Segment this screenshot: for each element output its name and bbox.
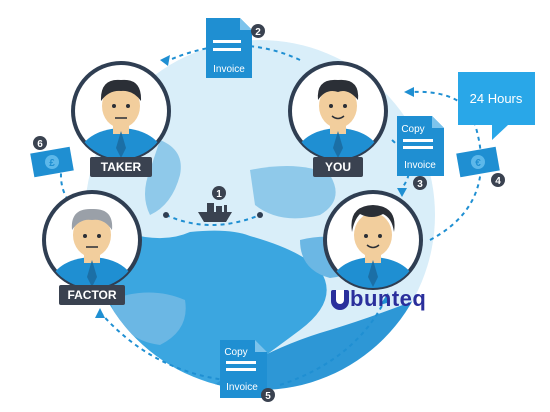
euro-symbol: € xyxy=(475,158,481,169)
taker-label-badge: TAKER xyxy=(90,157,152,177)
brand-u-icon xyxy=(331,290,349,310)
copy-invoice-right-label: Invoice xyxy=(404,160,436,171)
step-marker-5: 5 xyxy=(261,388,275,402)
speech-bubble: 24 Hours xyxy=(458,72,535,140)
invoice-document-top: Invoice xyxy=(206,18,252,78)
speech-bubble-text: 24 Hours xyxy=(470,91,523,106)
pound-symbol: £ xyxy=(49,158,55,169)
copy-invoice-document-right: Copy Invoice xyxy=(397,116,444,176)
invoice-top-label: Invoice xyxy=(213,64,245,75)
copy-invoice-document-bottom: Copy Invoice xyxy=(220,340,267,398)
arrow-taker-top xyxy=(160,55,170,66)
taker-label: TAKER xyxy=(101,160,142,174)
route-bottom-to-anon xyxy=(279,299,386,386)
copy-invoice-bottom-label: Invoice xyxy=(226,382,258,393)
step-marker-4: 4 xyxy=(491,173,505,187)
copy-invoice-bottom-copy: Copy xyxy=(224,347,247,358)
copy-invoice-right-copy: Copy xyxy=(401,124,424,135)
step-number-4: 4 xyxy=(495,176,501,187)
arrow-anon-bottom xyxy=(380,293,390,305)
euro-banknote-icon: € xyxy=(456,146,500,178)
route-endpoints xyxy=(163,212,263,218)
step-number-1: 1 xyxy=(216,189,222,200)
step-marker-1: 1 xyxy=(212,186,226,200)
taker-person xyxy=(71,61,171,161)
route-you-to-taker xyxy=(164,44,301,63)
step-marker-3: 3 xyxy=(413,176,427,190)
step-marker-2: 2 xyxy=(251,24,265,38)
route-taker-to-you-ship xyxy=(165,214,261,226)
you-label: YOU xyxy=(325,160,351,174)
factor-label-badge: FACTOR xyxy=(59,285,125,305)
route-factor-to-bottom xyxy=(99,311,226,381)
factor-label: FACTOR xyxy=(67,288,116,302)
brand-logo: bunteq xyxy=(331,285,426,313)
step-marker-6: 6 xyxy=(33,136,47,150)
brand-name: bunteq xyxy=(350,286,427,311)
route-you-to-anon xyxy=(391,139,411,189)
step-number-2: 2 xyxy=(255,27,261,38)
arrow-anon-top xyxy=(397,188,407,197)
ship-icon xyxy=(198,203,232,222)
company-person xyxy=(323,190,423,290)
arrow-factor-bottom xyxy=(95,308,105,318)
step-number-5: 5 xyxy=(265,391,271,402)
step-number-6: 6 xyxy=(37,139,43,150)
you-label-badge: YOU xyxy=(313,157,363,177)
arrow-you-right xyxy=(404,87,414,97)
step-number-3: 3 xyxy=(417,179,423,190)
pound-banknote-icon: £ xyxy=(30,146,74,178)
